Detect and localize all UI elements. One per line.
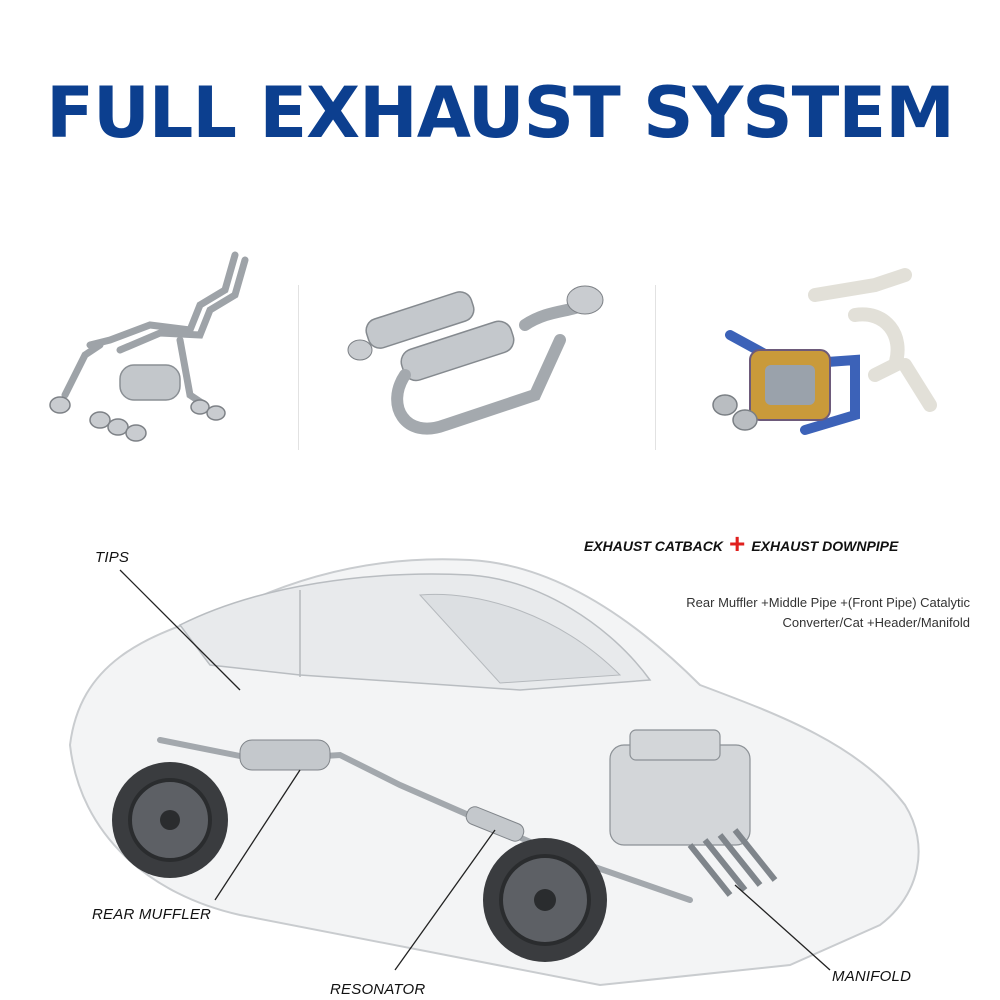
downpipe-label: EXHAUST DOWNPIPE	[751, 538, 899, 554]
catback-exhaust-image	[49, 251, 249, 442]
kit-description: Rear Muffler +Middle Pipe +(Front Pipe) …	[590, 593, 970, 633]
catback-label: EXHAUST CATBACK	[584, 538, 723, 554]
divider	[298, 285, 299, 450]
kit-description-line: Converter/Cat +Header/Manifold	[782, 615, 970, 630]
downpipe-image	[347, 285, 604, 435]
plus-icon: +	[728, 528, 746, 559]
kit-description-line: Rear Muffler +Middle Pipe +(Front Pipe) …	[686, 595, 970, 610]
titanium-exhaust-image	[712, 268, 937, 435]
resonator-label: RESONATOR	[330, 981, 426, 998]
kit-heading: EXHAUST CATBACK + EXHAUST DOWNPIPE	[584, 528, 899, 559]
rear-muffler-label: REAR MUFFLER	[92, 906, 212, 923]
car-cutaway-illustration	[68, 558, 920, 987]
manifold-label: MANIFOLD	[832, 968, 912, 985]
divider	[655, 285, 656, 450]
tips-label: TIPS	[95, 549, 130, 566]
page-title: FULL EXHAUST SYSTEM	[46, 72, 955, 154]
